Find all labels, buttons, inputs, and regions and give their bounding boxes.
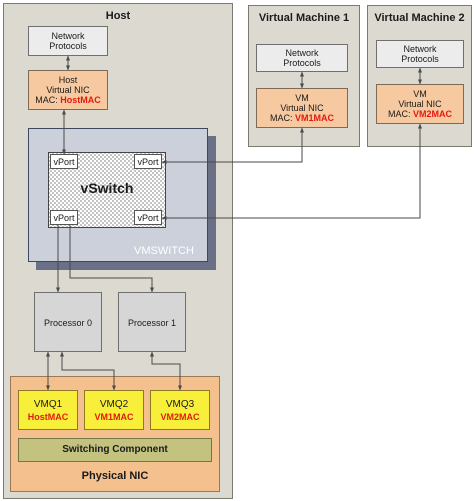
vm2-mac-value: VM2MAC <box>413 109 453 119</box>
host-mac-prefix: MAC: <box>35 95 61 105</box>
physical-nic-label: Physical NIC <box>81 470 149 482</box>
link-processor0-vmq2 <box>60 351 116 391</box>
host-virtual-nic: Host Virtual NIC MAC: HostMAC <box>28 70 108 110</box>
vm2-virtual-nic-line1: VM <box>413 89 427 99</box>
vm2-virtual-nic-line2: Virtual NIC <box>398 99 442 109</box>
host-network-protocols-label: Network Protocols <box>49 31 87 51</box>
host-virtual-nic-line1: Host <box>58 75 78 85</box>
vport-top-left: vPort <box>50 154 78 169</box>
vport-bottom-left-label: vPort <box>53 213 75 223</box>
host-mac-value: HostMAC <box>60 95 101 105</box>
vport-top-left-label: vPort <box>53 157 75 167</box>
vm2-virtual-nic-mac: MAC: VM2MAC <box>377 109 463 119</box>
virtual-machine-2-title: Virtual Machine 2 <box>374 12 465 24</box>
vport-bottom-right-label: vPort <box>137 213 159 223</box>
vmq2-name: VMQ2 <box>99 399 129 410</box>
vm1-mac-value: VM1MAC <box>295 113 335 123</box>
link-vport-vm1 <box>161 127 304 164</box>
vm2-network-protocols: Network Protocols <box>376 40 464 68</box>
vswitch-label: vSwitch <box>80 180 134 196</box>
vm1-mac-prefix: MAC: <box>269 113 295 123</box>
link-processor1-vmq3 <box>150 351 182 391</box>
vm2-mac-prefix: MAC: <box>387 109 413 119</box>
processor-0: Processor 0 <box>34 292 102 352</box>
host-virtual-nic-line2: Virtual NIC <box>46 85 90 95</box>
vm1-virtual-nic-mac: MAC: VM1MAC <box>257 113 347 123</box>
virtual-machine-1-title: Virtual Machine 1 <box>258 12 350 24</box>
switching-component-label: Switching Component <box>62 444 168 455</box>
processor-0-label: Processor 0 <box>43 318 93 328</box>
vmq3-name: VMQ3 <box>165 399 195 410</box>
vmq1-mac: HostMAC <box>27 412 69 422</box>
vport-bottom-left: vPort <box>50 210 78 225</box>
link-vport-processor1 <box>69 225 154 293</box>
vmq1-name: VMQ1 <box>33 399 63 410</box>
vm1-virtual-nic-line1: VM <box>295 93 309 103</box>
switching-component: Switching Component <box>18 438 212 462</box>
vmq3: VMQ3 VM2MAC <box>150 390 210 430</box>
vm1-virtual-nic-line2: Virtual NIC <box>280 103 324 113</box>
vmq2: VMQ2 VM1MAC <box>84 390 144 430</box>
vmswitch-shadow-bottom <box>36 262 216 270</box>
vm1-network-protocols-label: Network Protocols <box>283 48 321 68</box>
vmq1: VMQ1 HostMAC <box>18 390 78 430</box>
host-title: Host <box>105 10 131 22</box>
vmq2-mac: VM1MAC <box>94 412 134 422</box>
processor-1-label: Processor 1 <box>127 318 177 328</box>
vm1-virtual-nic: VM Virtual NIC MAC: VM1MAC <box>256 88 348 128</box>
vmswitch-label: VMSWITCH <box>134 245 194 257</box>
host-virtual-nic-mac: MAC: HostMAC <box>29 95 107 105</box>
vport-top-right-label: vPort <box>137 157 159 167</box>
vm2-network-protocols-label: Network Protocols <box>401 44 439 64</box>
link-vport-vm2 <box>161 123 422 220</box>
vmq3-mac: VM2MAC <box>160 412 200 422</box>
vm2-virtual-nic: VM Virtual NIC MAC: VM2MAC <box>376 84 464 124</box>
